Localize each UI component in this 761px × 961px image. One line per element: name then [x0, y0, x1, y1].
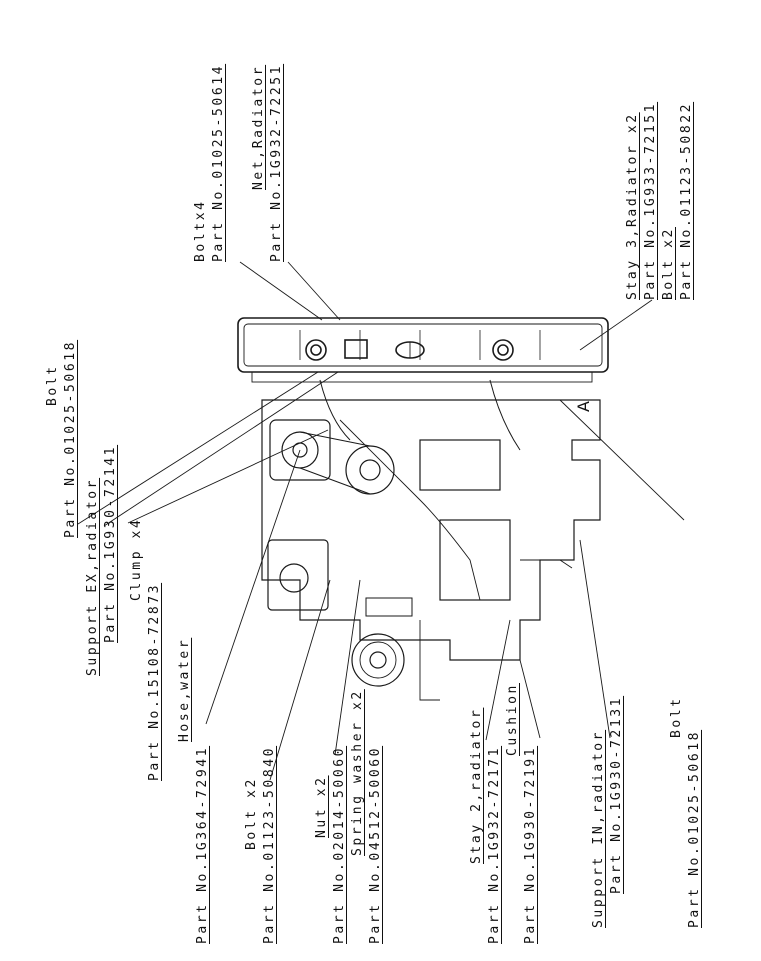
radiator-hose-port-inner [310, 344, 322, 356]
label-bolt-1-part: Part No.01025-50618 [63, 339, 78, 538]
oil-line [419, 620, 440, 701]
label-support-ex-name: Support EX,radiator [85, 477, 100, 676]
engine-block [261, 379, 601, 701]
label-stay3-name: Stay 3,Radiator x2 [625, 112, 640, 300]
label-bolt-2: Bolt Part No.01025-50618 [668, 696, 704, 928]
leader-stay3 [579, 299, 653, 351]
label-bolt-x2-b-part: Part No.01123-50822 [679, 101, 694, 300]
label-support-in-part: Part No.1G930-72131 [609, 695, 624, 894]
label-net-name: Net,Radiator [251, 64, 266, 190]
label-nut-part: Part No.02014-50060 [332, 745, 347, 944]
filter-element [279, 563, 309, 593]
radiator-core [237, 317, 609, 373]
radiator-frame [243, 323, 603, 367]
label-bolt-2-part: Part No.01025-50618 [687, 729, 702, 928]
radiator-stays [319, 379, 521, 451]
fuel-line [339, 419, 481, 601]
leader-lines [77, 261, 685, 781]
label-stay2-name: Stay 2,radiator [469, 707, 484, 864]
label-spring-washer-part: Part No.04512-50060 [368, 745, 383, 944]
crank-pulley-groove [359, 641, 397, 679]
label-bolt-x4-name: Boltx4 [193, 199, 208, 262]
label-nut-name: Nut x2 [314, 775, 329, 838]
label-nut-washer: Nut x2 Part No.02014-50060 Spring washer… [313, 689, 385, 944]
radiator-cap-mount [344, 339, 368, 359]
label-spring-washer-name: Spring washer x2 [350, 689, 365, 856]
label-hose-part: Part No.1G364-72941 [195, 745, 210, 944]
crank-pulley [351, 633, 405, 687]
fan-hub [359, 459, 381, 481]
label-stay2-part: Part No.1G932-72171 [487, 745, 502, 944]
leader-support-in [579, 539, 611, 739]
injection-pump [439, 519, 511, 601]
radiator-hose-port-inner [497, 344, 509, 356]
leader-clump [127, 429, 329, 524]
label-bolt-x4-part: Part No.01025-50614 [211, 63, 226, 262]
label-support-in: Support IN,radiator Part No.1G930-72131 [590, 696, 626, 928]
label-bolt-x2-a-name: Bolt x2 [244, 777, 259, 850]
dipstick-tip [559, 559, 573, 569]
label-hose: Hose,water Part No.1G364-72941 [176, 638, 212, 944]
label-clump-part: Part No.15108-72873 [147, 582, 162, 781]
alternator [269, 419, 331, 481]
leader-cushion [519, 659, 541, 739]
radiator-hose-port [492, 339, 514, 361]
label-bolt-2-name: Bolt [669, 696, 684, 738]
leader-nut [334, 579, 361, 756]
leader-net [287, 261, 341, 321]
label-clump: Clump x4 Part No.15108-72873 [128, 518, 164, 781]
nameplate [365, 597, 413, 617]
label-stay3-part: Part No.1G933-72151 [643, 101, 658, 300]
leader-bolt-1 [77, 371, 319, 525]
label-support-ex: Support EX,radiator Part No.1G930-72141 [84, 445, 120, 676]
label-bolt-x4: Boltx4 Part No.01025-50614 [192, 64, 228, 262]
fan-belt [299, 431, 371, 495]
label-bolt-1-name: Bolt [45, 364, 60, 406]
leader-bolt-2 [559, 399, 685, 521]
label-net-part: Part No.1G932-72251 [269, 63, 284, 262]
label-support-ex-part: Part No.1G930-72141 [103, 444, 118, 643]
label-cushion-name: Cushion [505, 683, 520, 756]
label-support-in-name: Support IN,radiator [591, 729, 606, 928]
radiator-assembly [237, 317, 609, 383]
label-stay2-cushion: Stay 2,radiator Part No.1G932-72171 Cush… [468, 683, 540, 944]
label-bolt-1: Bolt Part No.01025-50618 [44, 340, 80, 596]
label-hose-name: Hose,water [177, 637, 192, 742]
fan-pulley [345, 445, 395, 495]
leader-hose [205, 449, 301, 725]
filter-bracket [267, 539, 329, 611]
leader-support-ex [103, 371, 339, 527]
water-pump [419, 439, 501, 491]
leader-bolt-x4 [239, 261, 323, 321]
label-bolt-x2-b-name: Bolt x2 [661, 227, 676, 300]
label-clump-name: Clump x4 [129, 517, 144, 601]
label-bolt-x2-a: Bolt x2 Part No.01123-50840 [243, 746, 279, 944]
radiator-hose-port [305, 339, 327, 361]
leader-bolt-x2-a [269, 579, 331, 781]
label-cushion-part: Part No.1G930-72191 [523, 745, 538, 944]
view-label-a: A [574, 401, 593, 412]
radiator-net [251, 371, 593, 383]
engine-outline [261, 399, 601, 661]
label-stay3-bolt: Stay 3,Radiator x2 Part No.1G933-72151 B… [624, 102, 696, 300]
leader-stay2 [485, 619, 511, 741]
label-bolt-x2-a-part: Part No.01123-50840 [262, 745, 277, 944]
crank-hub [369, 651, 387, 669]
label-net: Net,Radiator Part No.1G932-72251 [250, 64, 286, 262]
